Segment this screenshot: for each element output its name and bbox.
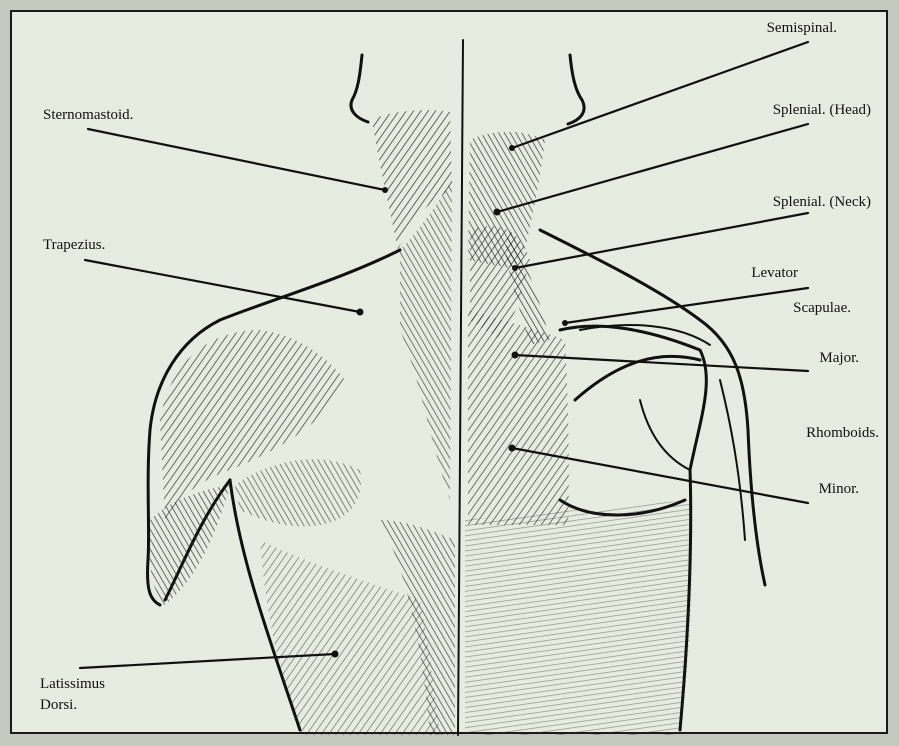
- label-sternomastoid: Sternomastoid.: [43, 106, 133, 124]
- label-scapulae: Scapulae.: [793, 299, 851, 317]
- label-dorsi: Dorsi.: [40, 696, 77, 714]
- left-hatching: [149, 110, 455, 735]
- label-latissimus: Latissimus: [40, 675, 105, 693]
- label-rhomboids-minor: Minor.: [819, 480, 859, 498]
- label-splenial-head: Splenial. (Head): [773, 101, 871, 119]
- label-trapezius: Trapezius.: [43, 236, 105, 254]
- label-splenial-neck: Splenial. (Neck): [773, 193, 871, 211]
- label-rhomboids: Rhomboids.: [806, 424, 879, 442]
- right-hatching: [465, 132, 692, 735]
- label-rhomboids-major: Major.: [819, 349, 859, 367]
- label-levator: Levator: [751, 264, 798, 282]
- label-semispinal: Semispinal.: [767, 19, 837, 37]
